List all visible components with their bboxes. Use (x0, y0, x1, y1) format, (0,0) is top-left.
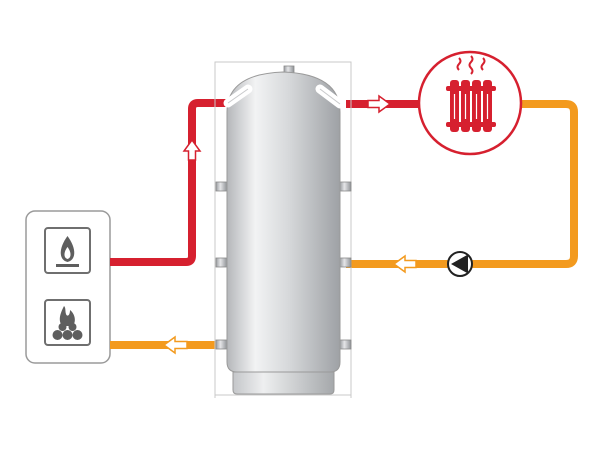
boiler-unit (25, 210, 111, 364)
flow-arrow-up (182, 138, 202, 161)
flow-arrow-right (367, 94, 392, 114)
gas-flame-icon (44, 227, 91, 274)
flow-arrow-left-boiler-return (162, 335, 188, 355)
radiator-return-pipe (346, 100, 578, 268)
buffer-tank (214, 61, 352, 398)
circulation-pump-icon (447, 251, 473, 277)
hot-supply-pipe (110, 99, 232, 266)
flow-arrow-left-radiator-return (392, 254, 417, 274)
heat-waves (456, 55, 486, 75)
solid-fuel-fire-icon (44, 299, 91, 346)
radiator-icon (417, 50, 523, 156)
tank-connection-stubs (215, 65, 352, 350)
